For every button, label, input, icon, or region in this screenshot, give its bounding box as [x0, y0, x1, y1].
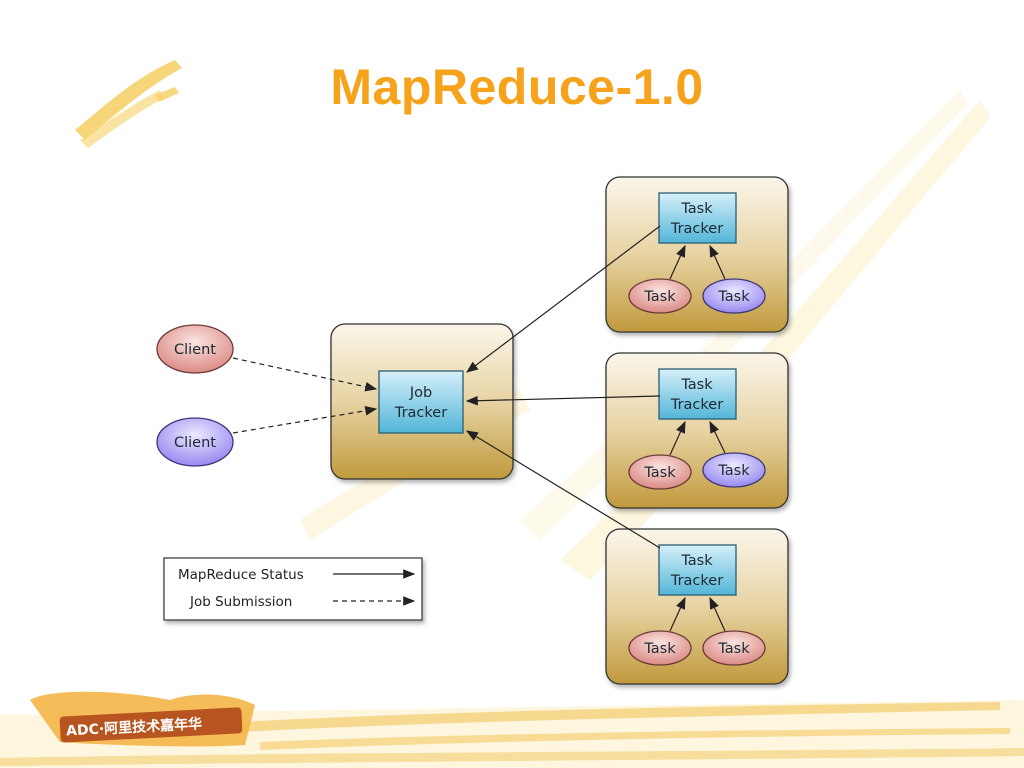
task-label: Task: [643, 289, 676, 305]
task-tracker-label-line1: Task: [680, 377, 713, 393]
task-tracker-label-line1: Task: [680, 553, 713, 569]
status-arrow: [466, 225, 661, 373]
job-tracker-label-line2: Tracker: [394, 405, 447, 421]
job-tracker-box: [378, 370, 464, 434]
task-tracker-label-line2: Tracker: [670, 221, 723, 237]
task-tracker-label-line1: Task: [680, 201, 713, 217]
task-tracker-node: Task Tracker Task Task: [605, 352, 789, 509]
status-arrow: [465, 395, 661, 406]
submission-arrow: [232, 406, 378, 434]
task-tracker-box: [658, 368, 737, 420]
task-node: [702, 452, 766, 488]
task-tracker-label-line2: Tracker: [670, 573, 723, 589]
legend-status-label: MapReduce Status: [178, 567, 304, 583]
brush-decoration-top-left: [75, 60, 182, 148]
task-node: [628, 454, 692, 490]
task-tracker-label-line2: Tracker: [670, 397, 723, 413]
status-arrow: [465, 430, 661, 549]
adc-logo: ADC·阿里技术嘉年华: [30, 691, 255, 747]
client-label: Client: [174, 435, 216, 451]
task-label: Task: [643, 641, 676, 657]
task-tracker-box: [658, 192, 737, 244]
task-node: [702, 278, 766, 314]
task-label: Task: [717, 289, 750, 305]
slide-title: MapReduce-1.0: [330, 59, 704, 115]
submission-arrow: [232, 357, 378, 392]
job-tracker-label-line1: Job: [409, 385, 432, 401]
task-node: [628, 278, 692, 314]
task-tracker-box: [658, 544, 737, 596]
client-node: [156, 324, 234, 374]
client-node: [156, 417, 234, 467]
task-label: Task: [643, 465, 676, 481]
client-label: Client: [174, 342, 216, 358]
task-node: [702, 630, 766, 666]
task-tracker-node: Task Tracker Task Task: [605, 528, 789, 685]
task-node: [628, 630, 692, 666]
task-label: Task: [717, 641, 750, 657]
task-tracker-node: Task Tracker Task Task: [605, 176, 789, 333]
legend-submission-label: Job Submission: [189, 594, 292, 610]
task-label: Task: [717, 463, 750, 479]
legend: MapReduce Status Job Submission: [163, 557, 423, 621]
